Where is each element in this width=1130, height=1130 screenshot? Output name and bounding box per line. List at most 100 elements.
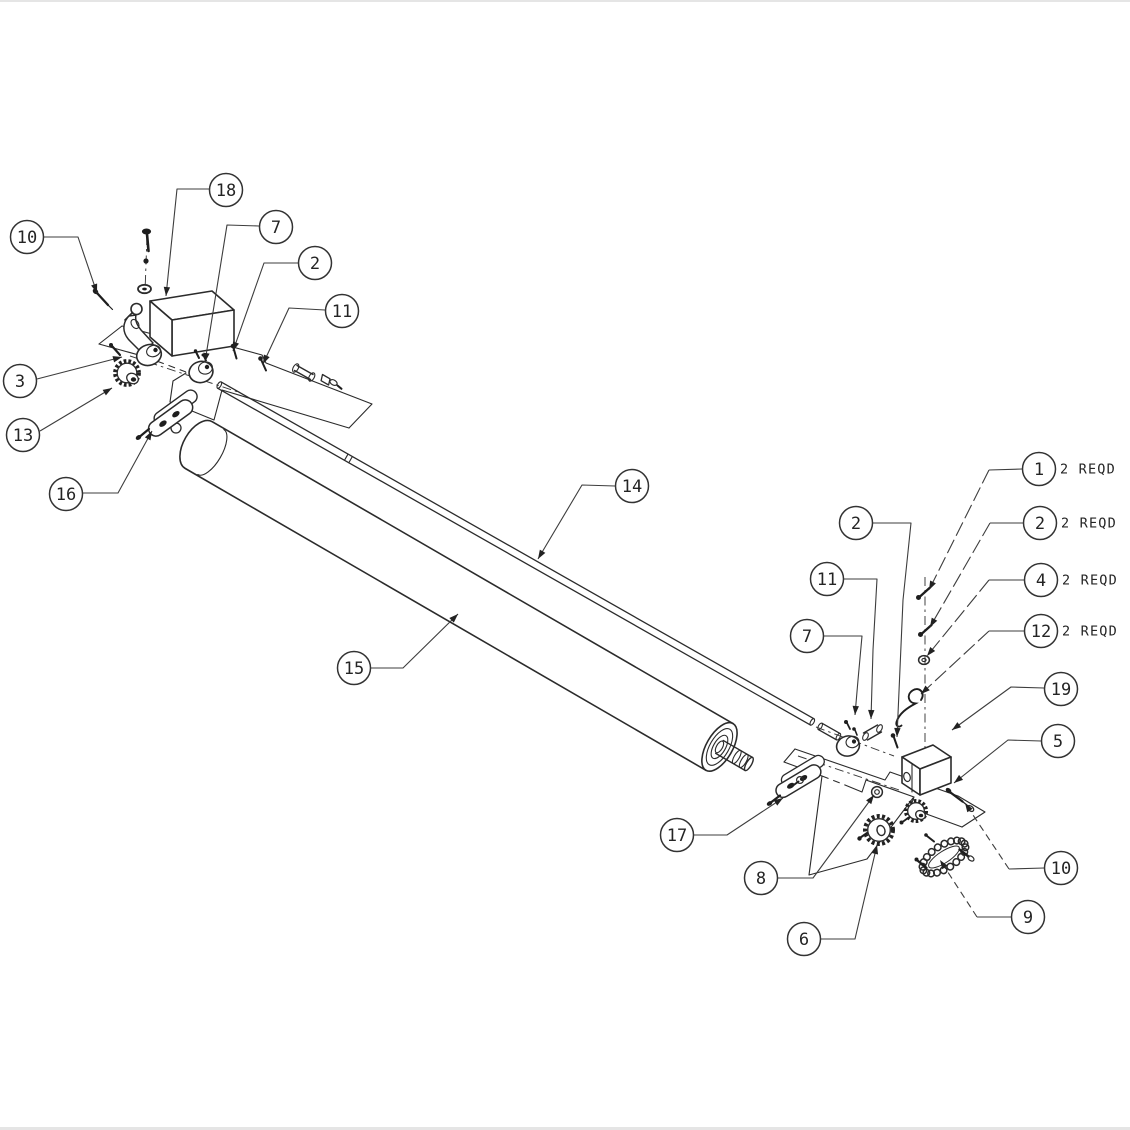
leader-arrowhead [263, 354, 270, 364]
balloon-number: 14 [622, 477, 642, 497]
lock-washer [143, 258, 149, 264]
spacer-left [291, 363, 316, 382]
sprocket-small [899, 798, 929, 825]
leader-arrowhead [954, 774, 964, 783]
leader-line [844, 578, 878, 720]
leader-line [204, 224, 260, 363]
balloon-circle [1043, 850, 1079, 886]
balloon-circle [9, 219, 45, 255]
balloon-circle [1022, 505, 1058, 541]
screw [109, 343, 122, 357]
balloon-number: 5 [1053, 732, 1063, 752]
latch-arm [123, 314, 154, 354]
balloon-number: 7 [271, 218, 281, 238]
leader-line [232, 262, 298, 352]
balloon-circle [2, 363, 38, 399]
balloon-circle [789, 618, 825, 654]
balloon-number: 18 [216, 181, 236, 201]
screw-axis-centerline [144, 235, 148, 293]
callout-balloon-2-mid: 2 [838, 505, 912, 738]
balloon-circle [743, 860, 779, 896]
leader-arrowhead [930, 617, 938, 627]
leader-arrowhead [927, 647, 936, 656]
callout-balloon-9: 9 [939, 859, 1046, 935]
leader-line [821, 844, 878, 940]
shaft-stub-parts [790, 775, 804, 788]
leader-line [83, 430, 153, 494]
leader-line [778, 794, 875, 879]
leader-arrowhead [203, 352, 210, 362]
flat-washer [917, 654, 931, 666]
balloon-circle [1043, 671, 1079, 707]
leader-arrowhead [929, 580, 936, 590]
balloon-circle [208, 172, 244, 208]
sprocket-large [857, 814, 895, 846]
leader-line [262, 307, 326, 365]
balloon-number: 15 [344, 659, 364, 679]
callout-balloon-5: 5 [953, 723, 1076, 784]
balloon-circle [324, 293, 360, 329]
callout-balloon-2-right: 2 2 REQD [929, 505, 1117, 628]
balloon-circle [614, 468, 650, 504]
drive-shaft [216, 381, 842, 741]
leader-arrowhead [112, 356, 122, 363]
leader-line [537, 484, 616, 560]
page-edge-bottom [0, 1127, 1130, 1130]
balloon-number: 19 [1051, 680, 1071, 700]
leader-line [926, 579, 990, 657]
balloon-number: 3 [15, 372, 25, 392]
leader-arrowhead [102, 388, 112, 396]
callout-balloon-18: 18 [163, 172, 244, 297]
balloon-number: 11 [817, 570, 837, 590]
leader-arrowhead [538, 549, 546, 559]
screw [766, 794, 782, 806]
callout-balloon-17: 17 [659, 797, 784, 853]
page-edge-top [0, 0, 1130, 2]
callout-balloon-11-mid: 11 [809, 561, 878, 720]
take-up-bracket-left [147, 389, 198, 437]
sprocket-left [113, 359, 141, 387]
washer [870, 785, 884, 799]
balloon-number: 6 [799, 930, 809, 950]
leader-line [988, 468, 1023, 471]
balloon-number: 16 [56, 485, 76, 505]
balloon-number: 11 [332, 302, 352, 322]
balloon-number: 2 [1035, 514, 1045, 534]
set-screws [844, 720, 858, 736]
qty-note: 2 REQD [1062, 573, 1118, 589]
leader-line [939, 859, 978, 918]
callout-balloon-3: 3 [2, 356, 123, 399]
leader-arrowhead [965, 803, 973, 813]
qty-note: 2 REQD [1061, 516, 1117, 532]
callout-balloon-7-left: 7 [203, 209, 294, 363]
leader-arrowhead [449, 614, 458, 623]
roller-chain [918, 836, 970, 878]
chain-screws [914, 833, 975, 870]
screw [258, 356, 267, 372]
callout-balloon-15: 15 [336, 613, 459, 686]
leader-line [165, 188, 210, 297]
balloon-number: 4 [1036, 571, 1046, 591]
leader-arrowhead [940, 860, 948, 870]
callout-balloon-7-mid: 7 [789, 618, 863, 716]
conveyor-roller [179, 419, 754, 772]
screw [890, 733, 899, 749]
balloon-number: 13 [13, 426, 33, 446]
screw [135, 427, 151, 441]
callout-balloon-13: 13 [5, 387, 113, 453]
balloon-circle [336, 650, 372, 686]
flange-bearing-left [188, 360, 214, 384]
leader-arrowhead [773, 798, 783, 806]
callout-balloon-11-left: 11 [262, 293, 360, 365]
balloon-circle [809, 561, 845, 597]
leader-arrowhead [952, 722, 962, 730]
balloon-number: 2 [851, 514, 861, 534]
leader-line [929, 522, 991, 628]
mounting-screw [141, 228, 152, 253]
spacer-right [862, 724, 883, 741]
balloon-circle [1023, 613, 1059, 649]
qty-note: 2 REQD [1060, 462, 1116, 478]
